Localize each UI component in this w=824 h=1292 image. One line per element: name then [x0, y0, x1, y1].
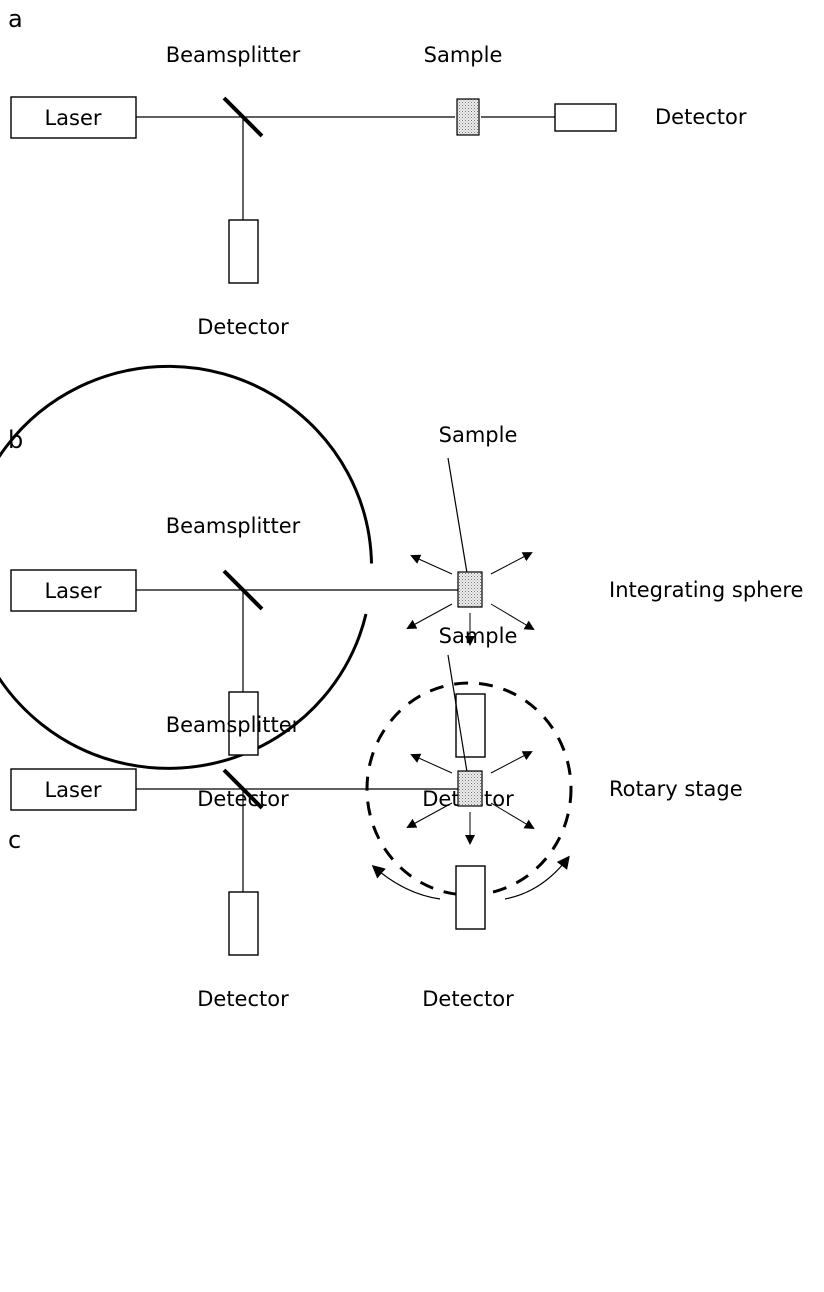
sample-leader-line — [447, 654, 468, 773]
scatter-arrow-lower-right — [490, 802, 535, 830]
rotary-detector-label: Detector — [422, 987, 514, 1011]
laser-label: Laser — [44, 106, 101, 130]
beamsplitter-mirror — [222, 96, 264, 138]
transmission-detector-box — [554, 103, 617, 132]
rotary-detector-box — [455, 865, 486, 930]
beamsplitter-mirror — [222, 569, 264, 611]
rotary-stage-label: Rotary stage — [609, 777, 743, 801]
sample-label: Sample — [424, 43, 503, 67]
beamsplitter-label: Beamsplitter — [166, 514, 301, 538]
transmission-detector-label: Detector — [655, 105, 747, 129]
reference-detector-box — [228, 219, 259, 284]
panel-a: a Laser Beamsplitter Sample Detector Det… — [8, 5, 747, 339]
sample-leader-line — [447, 457, 468, 574]
reference-detector-label: Detector — [197, 987, 289, 1011]
scatter-arrow-upper-left — [410, 554, 453, 575]
panel-b: b Laser Beamsplitter Sample Detector Det… — [0, 364, 803, 811]
scatter-arrow-upper-right — [490, 751, 533, 774]
laser-box — [10, 96, 137, 139]
beamsplitter-label: Beamsplitter — [166, 43, 301, 67]
sample-cell — [456, 98, 480, 136]
laser-label: Laser — [44, 579, 101, 603]
sample-label: Sample — [439, 624, 518, 648]
sample-cell — [457, 571, 483, 608]
reference-detector-box — [228, 891, 259, 956]
scatter-arrow-lower-left — [406, 802, 453, 828]
panel-c: c Laser Beamsplitter Sample Detector Det… — [8, 624, 743, 1011]
panel-label-c: c — [8, 826, 21, 854]
sphere-detector-box — [455, 693, 486, 758]
scatter-arrow-upper-left — [410, 753, 453, 774]
reference-detector-label: Detector — [197, 315, 289, 339]
laser-box — [10, 569, 137, 612]
reference-detector-box — [228, 691, 259, 756]
beamsplitter-mirror — [222, 768, 264, 810]
rotation-arrow-right — [504, 855, 570, 900]
laser-box — [10, 768, 137, 811]
rotation-arrow-left — [371, 865, 441, 900]
scatter-arrow-lower-right — [490, 603, 535, 631]
scatter-arrow-lower-left — [406, 603, 453, 629]
scatter-arrow-upper-right — [490, 552, 533, 575]
sample-label: Sample — [439, 423, 518, 447]
sample-cell — [457, 770, 483, 807]
laser-label: Laser — [44, 778, 101, 802]
panel-label-a: a — [8, 5, 23, 33]
integrating-sphere-label: Integrating sphere — [609, 578, 803, 602]
beamsplitter-label: Beamsplitter — [166, 713, 301, 737]
integrating-sphere — [0, 364, 373, 770]
